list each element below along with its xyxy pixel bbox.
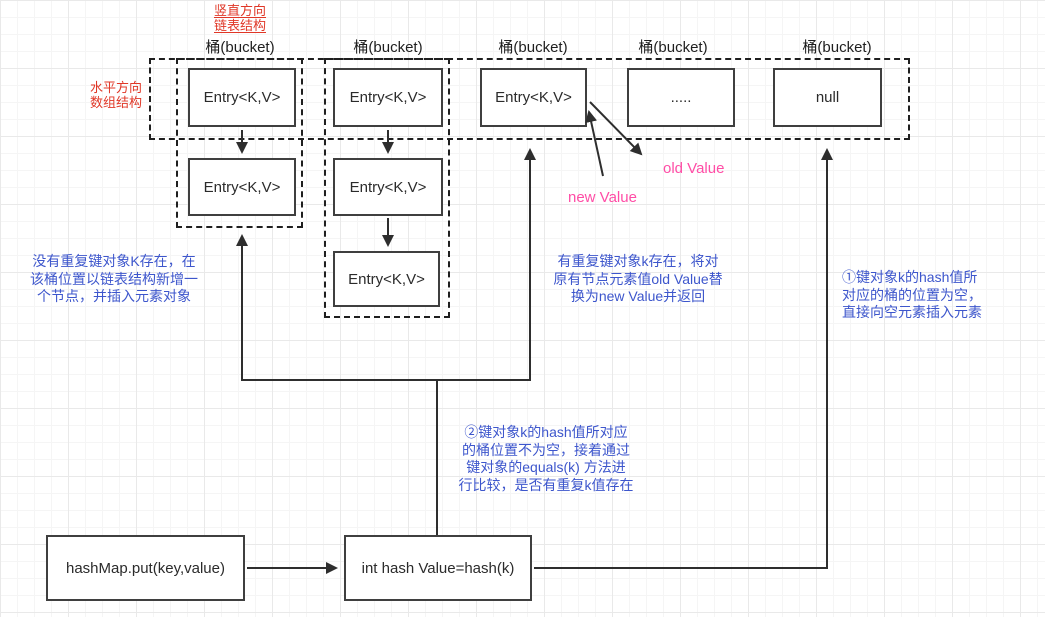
note-no-duplicate-key: 没有重复键对象K存在，在 该桶位置以链表结构新增一 个节点，并插入元素对象 [30, 253, 198, 304]
bucket-label-3: 桶(bucket) [498, 39, 568, 56]
note-horizontal-array-structure: 水平方向 数组结构 [89, 80, 142, 110]
bucket1-chain-dashed-container [176, 58, 303, 228]
bucket-label-2: 桶(bucket) [353, 39, 423, 56]
ellipsis-node-bucket4: ..... [627, 68, 735, 127]
hashmap-put-box: hashMap.put(key,value) [46, 535, 245, 601]
entry-node-bucket3: Entry<K,V> [480, 68, 587, 127]
note-duplicate-key: 有重复键对象k存在，将对 原有节点元素值old Value替 换为new Val… [553, 253, 723, 304]
entry-node-bucket1-row1: Entry<K,V> [188, 68, 296, 127]
entry-node-bucket2-row2: Entry<K,V> [333, 158, 443, 216]
hash-calc-box: int hash Value=hash(k) [344, 535, 532, 601]
note-vertical-linkedlist-structure: 竖直方向 链表结构 [213, 3, 266, 33]
arrow-hash-to-null-bucket [534, 148, 833, 569]
null-node-bucket5: null [773, 68, 882, 127]
note-step2-bucket-not-empty: ②键对象k的hash值所对应 的桶位置不为空，接着通过 键对象的equals(k… [458, 424, 634, 493]
bucket-label-1: 桶(bucket) [205, 39, 275, 56]
bucket2-chain-dashed-container [324, 58, 450, 318]
bucket-label-4: 桶(bucket) [638, 39, 708, 56]
entry-node-bucket1-row2: Entry<K,V> [188, 158, 296, 216]
note-step1-empty-bucket: ①键对象k的hash值所 对应的桶的位置为空， 直接向空元素插入元素 [842, 269, 982, 320]
entry-node-bucket2-row3: Entry<K,V> [333, 251, 440, 307]
bucket-label-5: 桶(bucket) [802, 39, 872, 56]
array-row-dashed-container [149, 58, 910, 140]
new-value-label: new Value [568, 189, 637, 206]
old-value-label: old Value [663, 160, 725, 177]
entry-node-bucket2-row1: Entry<K,V> [333, 68, 443, 127]
